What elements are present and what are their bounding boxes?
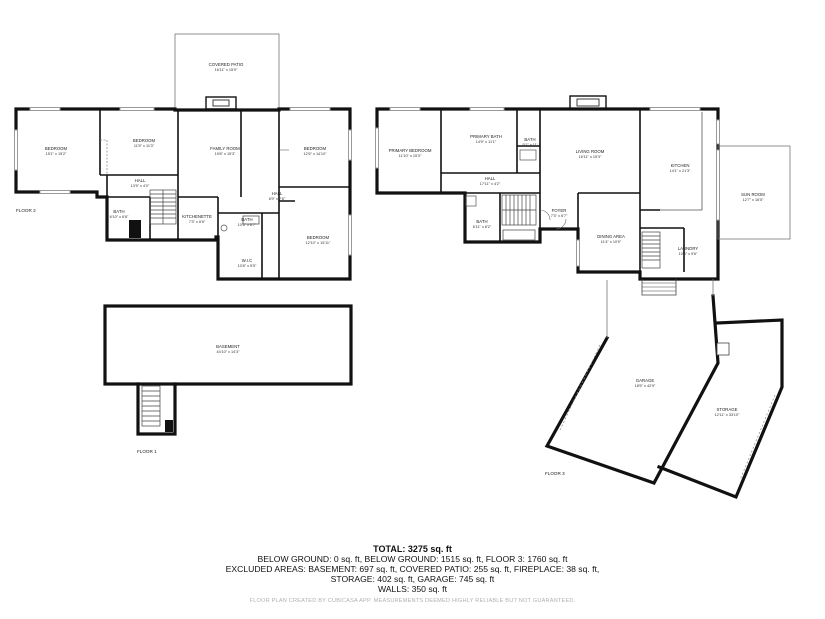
room-dim-bedroom-c: 12'6" x 14'10" <box>304 152 328 156</box>
room-dim-wic: 10'8" x 5'5" <box>238 264 257 268</box>
room-dim-hall-f2a: 13'5" x 4'0" <box>131 184 150 188</box>
room-name-hall-f2b: HALL <box>272 191 283 196</box>
room-name-kitchen: KITCHEN <box>671 163 690 168</box>
area-summary-line-2: EXCLUDED AREAS: BASEMENT: 697 sq. ft, CO… <box>225 564 600 574</box>
room-dim-dining-area: 11'4" x 10'9" <box>601 240 622 244</box>
room-dim-hall-f2b: 6'9" x 7'6" <box>269 197 286 201</box>
floor-1-plan <box>103 304 353 436</box>
room-name-living-room: LIVING ROOM <box>576 149 605 154</box>
room-name-bath-f2b: BATH <box>241 217 252 222</box>
room-dim-garage: 18'5" x 42'9" <box>635 384 656 388</box>
room-dim-living-room: 16'11" x 15'3" <box>579 155 602 159</box>
room-name-basement: BASEMENT <box>216 344 240 349</box>
room-name-garage: GARAGE <box>636 378 655 383</box>
room-dim-primary-bath: 14'9" x 11'1" <box>476 140 497 144</box>
area-summary-line-4: WALLS: 350 sq. ft <box>378 584 447 594</box>
area-summary: TOTAL: 3275 sq. ft BELOW GROUND: 0 sq. f… <box>0 544 825 594</box>
room-dim-bedroom-d: 12'10" x 15'11" <box>306 241 331 245</box>
room-dim-storage: 12'11" x 33'10" <box>715 413 740 417</box>
room-name-bedroom-a: BEDROOM <box>45 146 68 151</box>
room-name-wic: W.I.C <box>242 258 253 263</box>
room-dim-hall-f3: 17'11" x 4'2" <box>480 182 501 186</box>
room-name-bath-f3a: BATH <box>524 137 535 142</box>
room-dim-bedroom-a: 15'1" x 15'2" <box>46 152 67 156</box>
room-dim-bath-f3a: 5'1" x 11' <box>523 143 538 147</box>
room-dim-covered-patio: 16'11" x 15'9" <box>215 68 238 72</box>
room-dim-bath-f2a: 6'10" x 6'8" <box>110 215 129 219</box>
room-name-primary-bath: PRIMARY BATH <box>470 134 502 139</box>
storage-outline <box>656 318 784 500</box>
room-name-primary-bedroom: PRIMARY BEDROOM <box>389 148 432 153</box>
room-name-foyer: FOYER <box>552 208 567 213</box>
room-dim-bath-f3b: 6'11" x 8'2" <box>473 225 492 229</box>
floor-1-label: FLOOR 1 <box>137 449 157 454</box>
room-name-bedroom-b: BEDROOM <box>133 138 156 143</box>
room-dim-laundry: 10'4" x 9'6" <box>679 252 698 256</box>
floor-3-label: FLOOR 3 <box>545 471 565 476</box>
room-name-kitchenette: KITCHENETTE <box>182 214 212 219</box>
room-name-storage: STORAGE <box>717 407 738 412</box>
basement-outline <box>103 304 353 386</box>
room-name-sun-room: SUN ROOM <box>741 192 765 197</box>
room-labels: COVERED PATIO 16'11" x 15'9" BEDROOM 15'… <box>45 62 765 417</box>
room-name-covered-patio: COVERED PATIO <box>209 62 244 67</box>
credit-note: FLOOR PLAN CREATED BY CUBICASA APP. MEAS… <box>249 598 576 604</box>
room-name-bedroom-d: BEDROOM <box>307 235 330 240</box>
fireplace-symbol-floor3 <box>569 95 607 110</box>
floor-2-plan <box>14 33 352 281</box>
room-name-family-room: FAMILY ROOM <box>210 146 240 151</box>
room-dim-kitchen: 14'1" x 21'3" <box>670 169 691 173</box>
total-area: TOTAL: 3275 sq. ft <box>373 544 452 554</box>
area-summary-line-3: STORAGE: 402 sq. ft, GARAGE: 745 sq. ft <box>330 574 495 584</box>
room-dim-primary-bedroom: 11'10" x 15'3" <box>399 154 422 158</box>
room-name-dining-area: DINING AREA <box>597 234 625 239</box>
room-name-hall-f2a: HALL <box>135 178 146 183</box>
floor-labels: FLOOR 2 FLOOR 1 FLOOR 3 <box>16 208 565 476</box>
area-summary-line-1: BELOW GROUND: 0 sq. ft, BELOW GROUND: 15… <box>257 554 568 564</box>
room-name-bath-f3b: BATH <box>476 219 487 224</box>
room-dim-family-room: 19'8" x 15'3" <box>215 152 236 156</box>
floor-3-exterior-walls <box>375 107 720 281</box>
room-dim-sun-room: 12'7" x 16'5" <box>743 198 764 202</box>
room-name-bedroom-c: BEDROOM <box>304 146 327 151</box>
fireplace-symbol <box>205 96 237 110</box>
room-dim-basement: 44'10" x 14'3" <box>217 350 241 354</box>
room-name-laundry: LAUNDRY <box>678 246 699 251</box>
room-name-hall-f3: HALL <box>485 176 496 181</box>
room-name-bath-f2a: BATH <box>113 209 124 214</box>
floor-2-label: FLOOR 2 <box>16 208 36 213</box>
garage-outline <box>544 294 720 485</box>
floor-3-plan <box>375 95 791 500</box>
room-dim-bath-f2b: 10'6" x 6'7" <box>238 223 257 227</box>
room-dim-bedroom-b: 11'5" x 11'3" <box>134 144 155 148</box>
room-dim-kitchenette: 7'3" x 6'6" <box>189 220 206 224</box>
room-dim-foyer: 7'3" x 6'7" <box>551 214 568 218</box>
